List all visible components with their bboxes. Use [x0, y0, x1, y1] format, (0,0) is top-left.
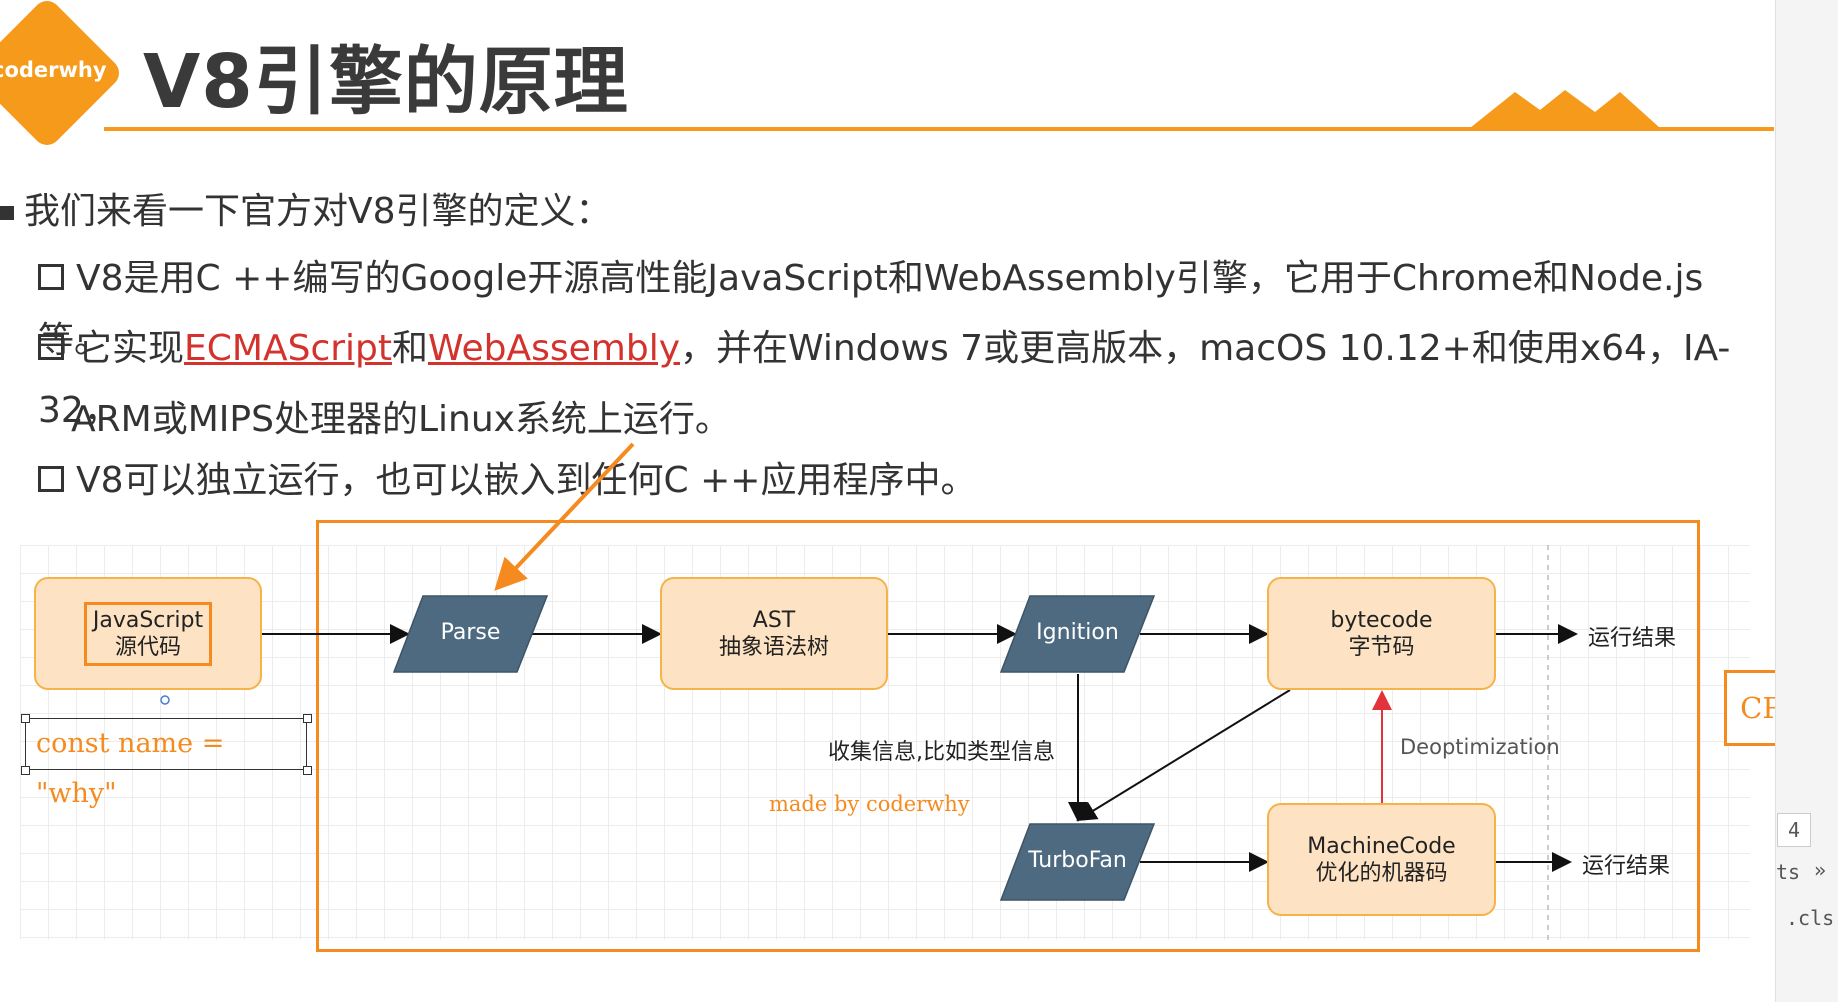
machinecode-line1: MachineCode: [1307, 833, 1456, 859]
sub-bullet-3-text: V8可以独立运行，也可以嵌入到任何C ++应用程序中。: [76, 460, 977, 501]
page-title: V8引擎的原理: [143, 39, 629, 125]
main-bullet-text: 我们来看一下官方对V8引擎的定义：: [24, 191, 612, 232]
sub-bullet-1-text: V8是用C ++编写的Google开源高性能JavaScript和WebAsse…: [38, 258, 1704, 361]
ignition-shape: [1000, 595, 1155, 673]
parse-shape: [393, 595, 548, 673]
highlight-arrow: [494, 442, 635, 591]
webassembly-link[interactable]: WebAssembly: [428, 328, 681, 369]
turbofan-label: TurboFan: [1028, 848, 1127, 873]
hollow-square-icon: [38, 334, 64, 360]
side-panel-count[interactable]: 4: [1777, 813, 1811, 847]
ignition-label: Ignition: [1036, 620, 1119, 645]
collect-info-label: 收集信息,比如类型信息: [828, 740, 1055, 765]
resize-handle[interactable]: [303, 714, 312, 723]
ast-line2: 抽象语法树: [718, 634, 829, 660]
code-sample-box[interactable]: const name = "why": [25, 718, 307, 809]
resize-handle[interactable]: [21, 714, 30, 723]
result-bottom-label: 运行结果: [1582, 854, 1671, 879]
deoptimization-label: Deoptimization: [1400, 735, 1560, 759]
turbofan-shape: [1000, 823, 1155, 901]
bytecode-line2: 字节码: [1348, 634, 1415, 660]
engine-frame: [316, 520, 1700, 952]
connector-dot: [160, 695, 170, 705]
source-line1: JavaScript: [92, 607, 204, 633]
machinecode-node: MachineCode 优化的机器码: [1267, 803, 1496, 916]
logo-text: coderwhy: [0, 58, 107, 82]
title-underline: [104, 127, 1774, 131]
side-panel: 4 » ts .cls: [1775, 0, 1838, 1002]
source-line2: 源代码: [114, 634, 181, 660]
source-code-node: JavaScript 源代码: [34, 577, 262, 690]
machinecode-line2: 优化的机器码: [1315, 860, 1448, 886]
hollow-square-icon: [38, 466, 64, 492]
side-panel-fragment: ts: [1776, 860, 1801, 884]
side-panel-chevron-icon[interactable]: »: [1814, 858, 1827, 882]
ast-node: AST 抽象语法树: [660, 577, 888, 690]
resize-handle[interactable]: [21, 766, 30, 775]
resize-handle[interactable]: [303, 766, 312, 775]
sub-bullet-3: V8可以独立运行，也可以嵌入到任何C ++应用程序中。: [38, 450, 976, 512]
hollow-square-icon: [38, 264, 64, 290]
main-bullet: 我们来看一下官方对V8引擎的定义：: [0, 182, 612, 234]
ast-line1: AST: [752, 607, 796, 633]
side-panel-cls[interactable]: .cls: [1786, 906, 1835, 930]
result-top-label: 运行结果: [1588, 626, 1677, 651]
slide: coderwhy V8引擎的原理 我们来看一下官方对V8引擎的定义： V8是用C…: [0, 0, 1775, 952]
made-by-watermark: made by coderwhy: [769, 792, 970, 816]
parse-label: Parse: [440, 620, 501, 645]
ecmascript-link[interactable]: ECMAScript: [184, 328, 392, 369]
sub-bullet-1: V8是用C ++编写的Google开源高性能JavaScript和WebAsse…: [38, 248, 1775, 372]
sub-bullet-2-prefix: 它实现: [76, 328, 185, 369]
diagram-connectors: [160, 442, 1578, 940]
bullet-square-icon: [0, 206, 14, 220]
bytecode-line1: bytecode: [1330, 607, 1433, 633]
sub-bullet-2: 它实现ECMAScript和WebAssembly，并在Windows 7或更高…: [38, 318, 1775, 442]
sub-bullet-2-line2: ARM或MIPS处理器的Linux系统上运行。: [71, 399, 731, 440]
sub-bullet-2-suffix: ，并在Windows 7或更高版本，macOS 10.12+和使用x64，IA-…: [38, 328, 1731, 431]
bytecode-node: bytecode 字节码: [1267, 577, 1496, 690]
sub-bullet-2-mid: 和: [392, 328, 429, 369]
source-code-label-box: JavaScript 源代码: [83, 601, 213, 666]
arrow-bytecode-turbofan: [1076, 689, 1291, 822]
mountain-decoration: [1470, 90, 1660, 128]
